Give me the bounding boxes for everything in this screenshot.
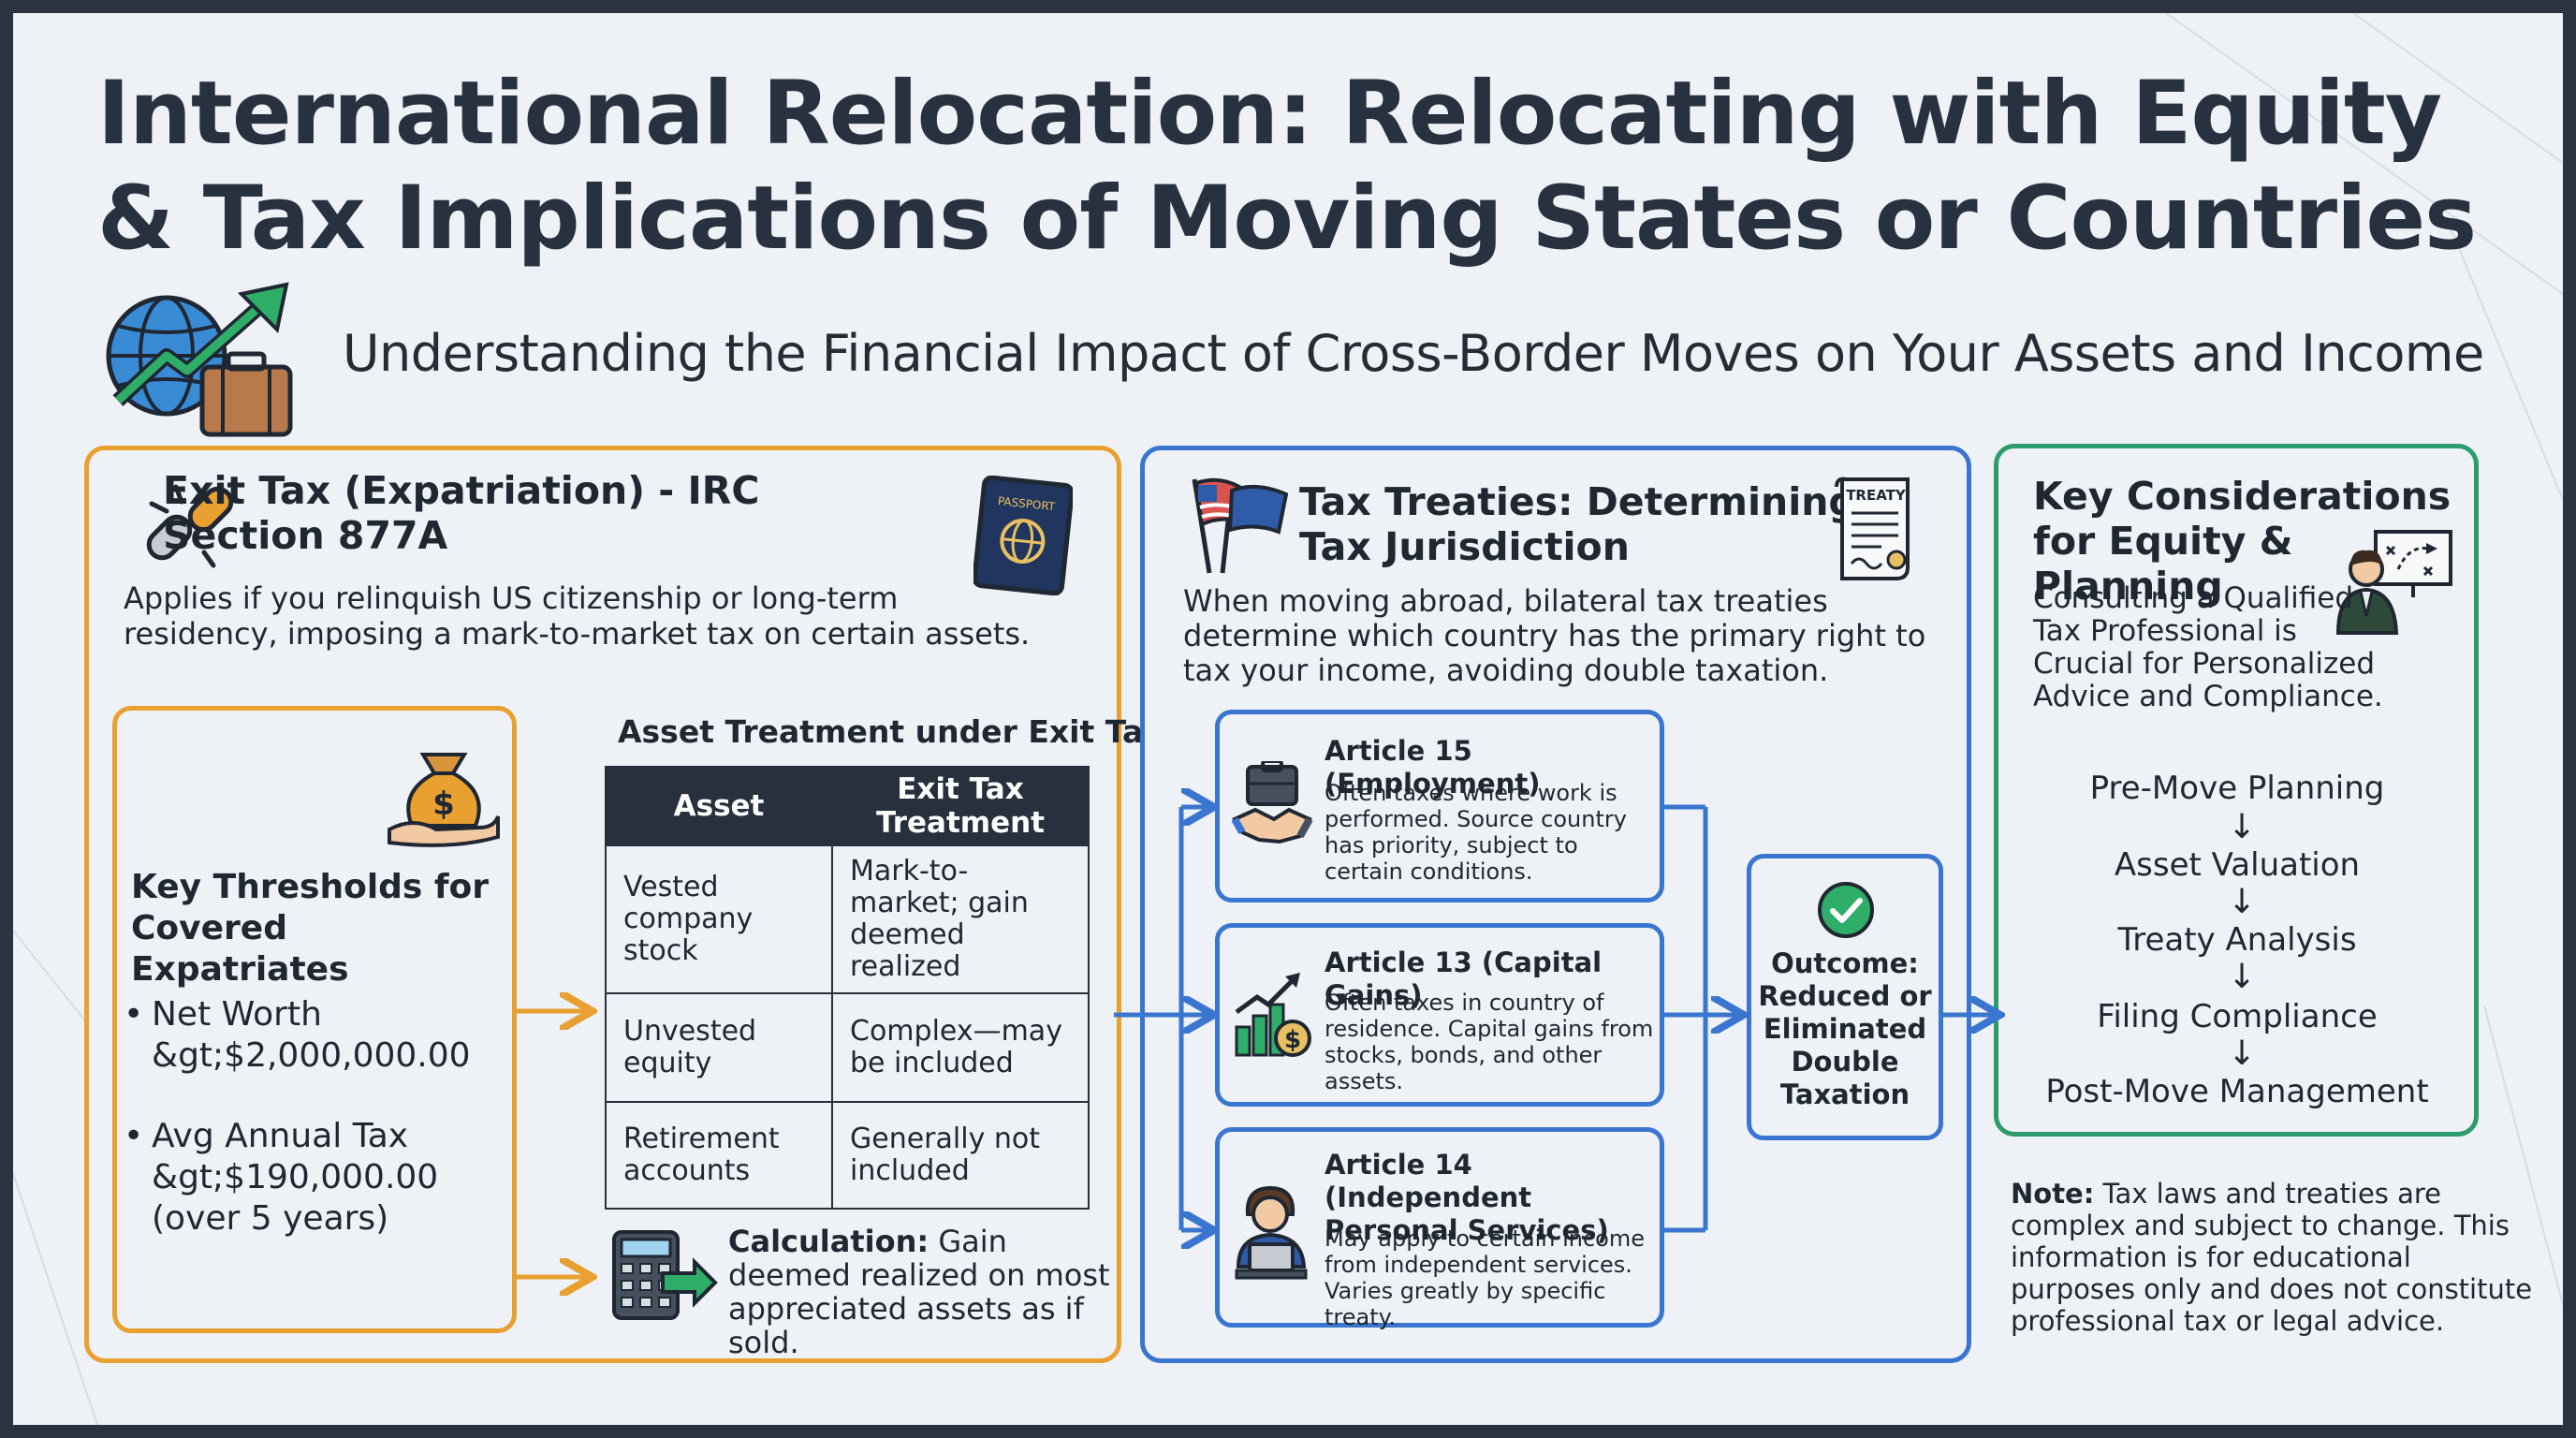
table-cell-asset: Vested company stock [605,844,833,994]
flow-step: Filing Compliance [2097,998,2378,1035]
article-title: Article 14 (Independent Personal Service… [1325,1149,1609,1246]
threshold-avg-tax: Avg Annual Tax &gt;$190,000.00 (over 5 y… [124,1116,507,1240]
article-text: Often taxes where work is performed. Sou… [1325,780,1627,885]
background-pattern [13,13,2563,1425]
flow-arrow: ↓ [2228,883,2257,921]
table-cell-asset: Retirement accounts [605,1101,833,1210]
tax-treaties-title: Tax Treaties: Determining Tax Jurisdicti… [1299,479,1856,569]
table-row: Unvested equity Complex—may be included [605,992,1090,1103]
table-cell-treatment: Mark-to-market; gain deemed realized [831,844,1090,994]
flow-arrow: ↓ [2228,958,2257,996]
article-14-card: Article 14 (Independent Personal Service… [1215,1127,1664,1330]
consultant-icon [2335,530,2452,635]
calculation-note: Calculation: Gain deemed realized on mos… [728,1225,1121,1359]
asset-treatment-table: Asset Exit Tax Treatment Vested company … [605,766,1090,1210]
table-row: Vested company stock Mark-to-market; gai… [605,844,1090,994]
globe-growth-icon [106,282,293,437]
article-title: Article 15 (Employment) [1325,735,1541,800]
flow-step: Pre-Move Planning [2089,770,2385,807]
treaty-label: TREATY [1846,487,1907,504]
flags-icon [1192,477,1289,574]
flow-step: Post-Move Management [2045,1073,2429,1110]
table-cell-asset: Unvested equity [605,992,833,1103]
freelancer-icon [1235,1185,1308,1280]
svg-text:$: $ [432,785,455,823]
key-considerations-title: Key Considerations for Equity & Planning [2033,474,2452,609]
calculation-text: Gain deemed realized on most appreciated… [728,1224,1110,1360]
passport-label: PASSPORT [997,494,1056,513]
treaty-document-icon: TREATY [1835,477,1910,580]
outcome-text: Outcome: Reduced or Eliminated Double Ta… [1758,947,1932,1110]
svg-text:$: $ [1284,1026,1301,1054]
flow-arrow: ↓ [2228,1034,2257,1073]
tax-treaties-description: When moving abroad, bilateral tax treati… [1183,583,1926,688]
article-text: Often taxes in country of residence. Cap… [1325,990,1654,1094]
threshold-net-worth: Net Worth &gt;$2,000,000.00 [124,994,507,1077]
table-header-row: Asset Exit Tax Treatment [605,766,1090,846]
disclaimer-note: Note: Tax laws and treaties are complex … [2011,1178,2535,1337]
page-subtitle: Understanding the Financial Impact of Cr… [343,324,2484,383]
table-cell-treatment: Complex—may be included [831,992,1090,1103]
money-bag-icon: $ [388,753,500,847]
article-text: May apply to certain income from indepen… [1325,1225,1645,1330]
calculator-icon [612,1230,718,1320]
key-considerations-description: Consulting a Qualified Tax Professional … [2033,581,2383,713]
calculation-label: Calculation: [728,1224,929,1259]
table-cell-treatment: Generally not included [831,1101,1090,1210]
check-icon [1818,882,1874,938]
exit-tax-description: Applies if you relinquish US citizenship… [124,580,1031,652]
flow-step: Asset Valuation [2114,846,2361,884]
table-row: Retirement accounts Generally not includ… [605,1101,1090,1210]
broken-chain-icon [146,484,234,568]
note-text: Tax laws and treaties are complex and su… [2011,1178,2533,1337]
handshake-icon [1231,761,1313,844]
thresholds-title: Key Thresholds for Covered Expatriates [131,868,490,989]
exit-tax-title: Exit Tax (Expatriation) - IRC Section 87… [163,468,760,558]
flow-step: Treaty Analysis [2117,921,2357,959]
table-header-asset: Asset [605,766,833,846]
asset-table-caption: Asset Treatment under Exit Tax [618,713,1164,750]
table-header-treatment: Exit Tax Treatment [831,766,1090,846]
article-15-card: Article 15 (Employment) Often taxes wher… [1215,710,1664,902]
note-label: Note: [2011,1178,2095,1210]
passport-icon: PASSPORT [973,476,1073,595]
article-13-card: $ Article 13 (Capital Gains) Often taxes… [1215,923,1664,1107]
article-title: Article 13 (Capital Gains) [1325,946,1603,1011]
flow-arrow: ↓ [2228,808,2257,846]
page-title: International Relocation: Relocating wit… [97,63,2477,270]
growth-chart-icon: $ [1235,973,1311,1057]
